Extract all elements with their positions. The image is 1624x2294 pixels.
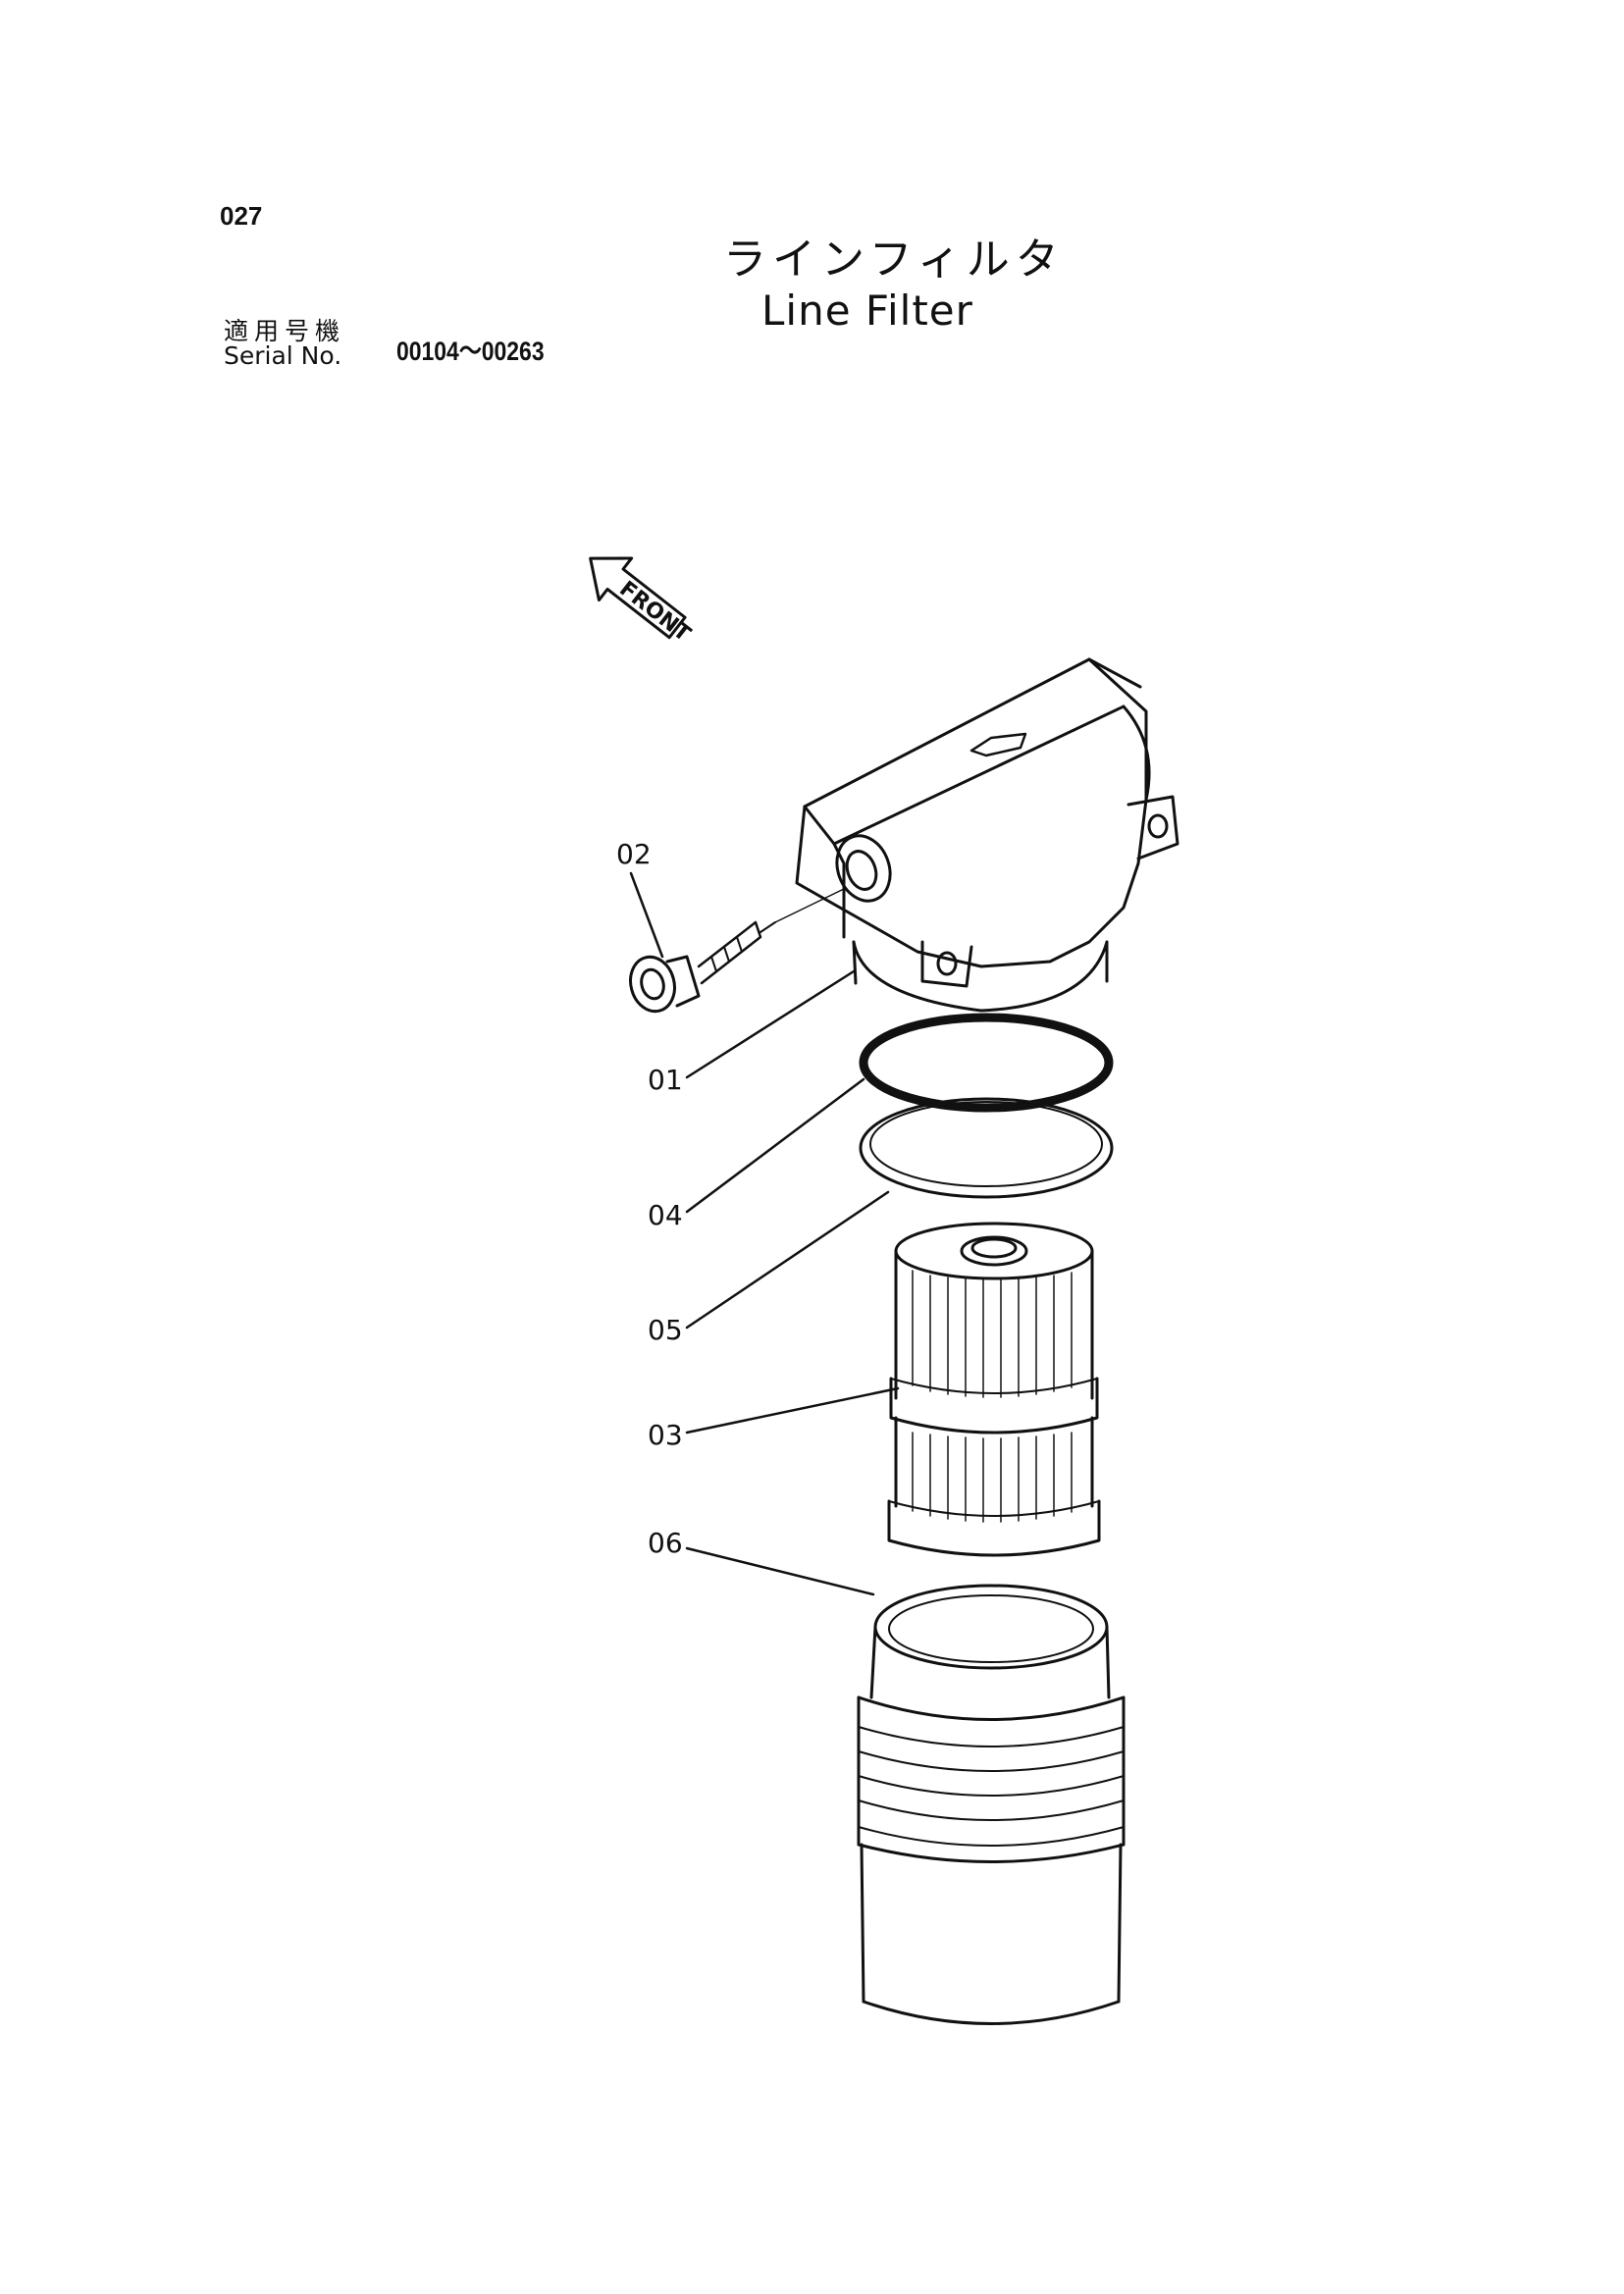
page-number: 027 bbox=[220, 201, 263, 231]
front-arrow: FRONT bbox=[589, 556, 695, 647]
serial-range: 00104～00263 bbox=[396, 337, 545, 366]
filter-head bbox=[795, 657, 1179, 1013]
filter-bowl bbox=[857, 1584, 1126, 2025]
front-arrow-label: FRONT bbox=[614, 577, 695, 647]
leader-lines bbox=[629, 871, 900, 1596]
callout-01: 01 bbox=[648, 1064, 683, 1096]
callout-05: 05 bbox=[648, 1314, 683, 1346]
gasket-ring bbox=[859, 1097, 1114, 1199]
callout-04: 04 bbox=[648, 1199, 683, 1231]
title-english: Line Filter bbox=[761, 287, 973, 335]
filter-element bbox=[887, 1222, 1101, 1557]
callout-labels: 02 01 04 05 03 06 bbox=[616, 838, 683, 1559]
serial-label-english: Serial No. bbox=[224, 341, 342, 370]
callout-02: 02 bbox=[616, 838, 652, 870]
o-ring bbox=[859, 1013, 1114, 1113]
plug-part bbox=[629, 887, 847, 1014]
callout-03: 03 bbox=[648, 1419, 683, 1451]
serial-label-japanese: 適用号機 bbox=[224, 317, 346, 345]
title-japanese: ラインフィルタ bbox=[723, 235, 1065, 285]
callout-06: 06 bbox=[648, 1527, 683, 1559]
